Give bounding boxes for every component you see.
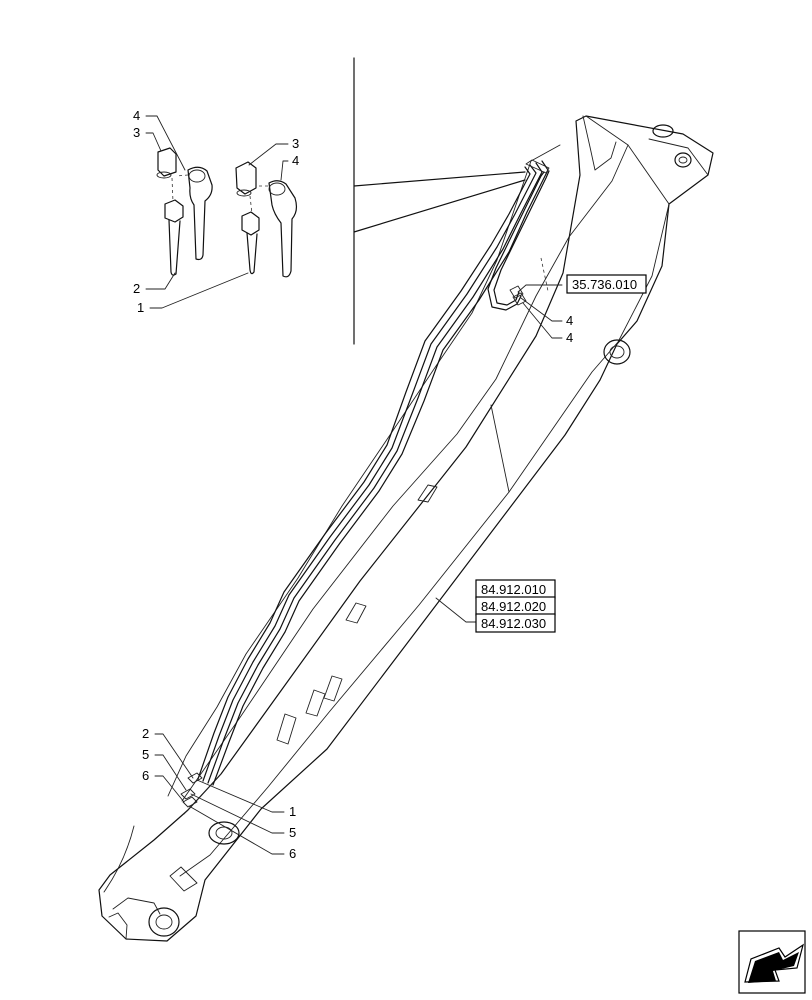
detail-fittings: [156, 147, 298, 278]
boom-assembly: [98, 115, 714, 942]
callout-5-left: 5: [142, 747, 149, 762]
reference-35-736-010: 35.736.010: [572, 277, 637, 292]
reference-84-912-030: 84.912.030: [481, 616, 546, 631]
detail-leaders: [145, 115, 289, 309]
detail-callout-4-left: 4: [133, 108, 140, 123]
detail-callout-3-right: 3: [292, 136, 299, 151]
main-leaders: [154, 284, 563, 855]
callout-5-right: 5: [289, 825, 296, 840]
detail-divider: [353, 57, 526, 345]
reference-84-912-010: 84.912.010: [481, 582, 546, 597]
callout-1-right: 1: [289, 804, 296, 819]
callout-6-right: 6: [289, 846, 296, 861]
main-labels: 4 4 2 5 6 1 5 6: [142, 313, 573, 861]
callout-6-left: 6: [142, 768, 149, 783]
reference-labels: 35.736.010 84.912.010 84.912.020 84.912.…: [481, 277, 637, 631]
detail-callout-3-left: 3: [133, 125, 140, 140]
reference-boxes: [475, 274, 647, 633]
hydraulic-lines: [180, 159, 550, 808]
detail-callout-1: 1: [137, 300, 144, 315]
navigation-arrow-icon: [738, 930, 806, 994]
hose-callout-4-bottom: 4: [566, 330, 573, 345]
detail-labels: 4 3 3 4 2 1: [133, 108, 299, 315]
detail-callout-4-right: 4: [292, 153, 299, 168]
callout-2-bottom: 2: [142, 726, 149, 741]
detail-callout-2: 2: [133, 281, 140, 296]
hose-callout-4-top: 4: [566, 313, 573, 328]
reference-84-912-020: 84.912.020: [481, 599, 546, 614]
